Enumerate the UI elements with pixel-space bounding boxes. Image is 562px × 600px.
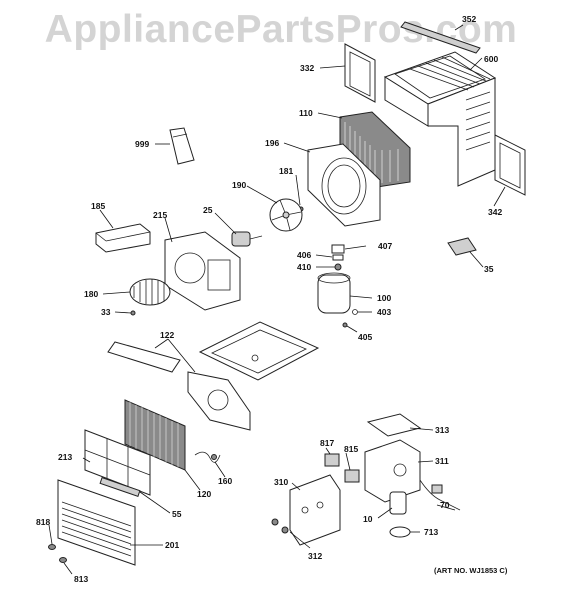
callout-405: 405 [358, 332, 372, 342]
callout-180: 180 [84, 289, 98, 299]
callout-406: 406 [297, 250, 311, 260]
part-406-terminal-cover[interactable] [332, 254, 344, 261]
callout-185: 185 [91, 201, 105, 211]
part-407-bracket[interactable] [331, 244, 345, 254]
callout-215: 215 [153, 210, 167, 220]
part-196-shroud[interactable] [307, 143, 381, 227]
callout-201: 201 [165, 540, 179, 550]
callout-310: 310 [274, 477, 288, 487]
part-352-top-rail[interactable] [400, 21, 481, 54]
callout-403: 403 [377, 307, 391, 317]
callout-160: 160 [218, 476, 232, 486]
art-number: (ART NO. WJ1853 C) [434, 566, 508, 575]
callout-342: 342 [488, 207, 502, 217]
callout-407: 407 [378, 241, 392, 251]
leader-lines [48, 24, 506, 575]
part-25-motor[interactable] [231, 231, 263, 247]
callout-190: 190 [232, 180, 246, 190]
callout-70: 70 [440, 500, 450, 510]
watermark: AppliancePartsPros.com [44, 8, 518, 51]
part-713-cap[interactable] [389, 526, 411, 538]
part-311-control-box[interactable] [364, 439, 421, 503]
part-70-power-cord[interactable] [419, 479, 461, 511]
part-310-control-panel[interactable] [289, 474, 341, 546]
part-312-knobs[interactable] [271, 518, 289, 534]
callout-817: 817 [320, 438, 334, 448]
part-600-cabinet[interactable] [383, 51, 497, 187]
part-313-control-cover[interactable] [366, 413, 422, 437]
callout-35: 35 [484, 264, 494, 274]
part-342-side-panel[interactable] [494, 134, 526, 196]
part-815-relay[interactable] [344, 469, 360, 483]
callout-181: 181 [279, 166, 293, 176]
callout-311: 311 [435, 456, 449, 466]
callout-600: 600 [484, 54, 498, 64]
callout-122: 122 [160, 330, 174, 340]
part-185-duct[interactable] [95, 223, 151, 253]
callout-55: 55 [172, 509, 182, 519]
callout-110: 110 [299, 108, 313, 118]
part-813-knob[interactable] [59, 557, 67, 563]
part-405-mount[interactable] [342, 322, 348, 328]
callout-713: 713 [424, 527, 438, 537]
part-180-blower-wheel[interactable] [129, 278, 171, 306]
part-10-capacitor[interactable] [389, 491, 407, 515]
part-190-fan-blade[interactable] [269, 198, 303, 232]
callout-332: 332 [300, 63, 314, 73]
part-35-plate[interactable] [447, 237, 477, 256]
part-160-thermistor[interactable] [194, 451, 221, 463]
callout-815: 815 [344, 444, 358, 454]
callout-352: 352 [462, 14, 476, 24]
callout-813: 813 [74, 574, 88, 584]
base-pan [198, 321, 320, 381]
callout-213: 213 [58, 452, 72, 462]
callout-818: 818 [36, 517, 50, 527]
part-122-drain-pan[interactable] [107, 341, 251, 431]
part-201-front-grille[interactable] [57, 479, 136, 566]
callout-999: 999 [135, 139, 149, 149]
part-332-side-panel[interactable] [344, 43, 376, 103]
callout-196: 196 [265, 138, 279, 148]
part-33-screw[interactable] [130, 310, 136, 316]
part-817-switch[interactable] [324, 453, 340, 467]
part-55-louver[interactable] [99, 477, 141, 497]
callout-labels: 352 332 600 110 999 196 181 190 342 185 … [36, 14, 502, 584]
part-818-knob[interactable] [48, 544, 56, 550]
callout-120: 120 [197, 489, 211, 499]
callout-33: 33 [101, 307, 111, 317]
callout-313: 313 [435, 425, 449, 435]
part-999-manual[interactable] [169, 127, 195, 165]
part-215-bulkhead[interactable] [164, 231, 241, 311]
callout-312: 312 [308, 551, 322, 561]
part-120-evaporator-coil[interactable] [124, 399, 186, 471]
part-213-filter[interactable] [84, 429, 151, 496]
part-100-compressor[interactable] [317, 272, 351, 314]
callout-410: 410 [297, 262, 311, 272]
callout-25: 25 [203, 205, 213, 215]
callout-10: 10 [363, 514, 373, 524]
callout-100: 100 [377, 293, 391, 303]
part-410-fitting[interactable] [334, 263, 342, 271]
part-403-grommet[interactable] [352, 309, 358, 315]
